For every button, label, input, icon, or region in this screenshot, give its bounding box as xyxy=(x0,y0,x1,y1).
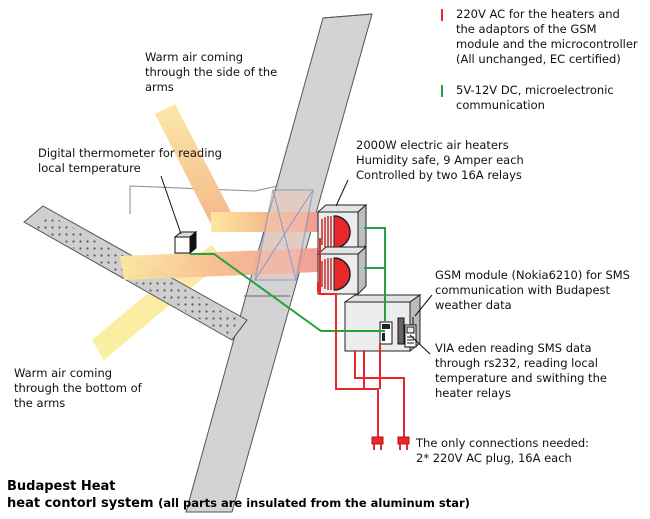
dc-wiring xyxy=(190,227,386,332)
label-warm-air-side: Warm air coming through the side of the … xyxy=(145,50,278,94)
heat-exchanger-window xyxy=(254,189,314,281)
leader-lines xyxy=(160,175,433,355)
label-connections: The only connections needed: 2* 220V AC … xyxy=(416,436,590,465)
label-warm-air-bottom: Warm air coming through the bottom of th… xyxy=(14,366,142,410)
air-heater-top xyxy=(316,203,368,254)
ac-plug-left xyxy=(371,436,384,450)
legend-ac-text: 220V AC for the heaters and the adaptors… xyxy=(456,7,638,66)
page-title: Budapest Heat xyxy=(7,479,116,494)
label-thermometer: Digital thermometer for reading local te… xyxy=(38,146,222,175)
legend-ac-swatch xyxy=(441,9,443,21)
subtitle-note: (all parts are insulated from the alumin… xyxy=(158,496,470,510)
label-heaters: 2000W electric air heaters Humidity safe… xyxy=(356,138,524,182)
air-heater-bottom xyxy=(316,245,368,296)
ac-plug-right xyxy=(397,436,410,450)
label-gsm-module: GSM module (Nokia6210) for SMS communica… xyxy=(435,268,630,312)
legend-dc-text: 5V-12V DC, microelectronic communication xyxy=(456,83,614,112)
label-via-eden: VIA eden reading SMS data through rs232,… xyxy=(435,341,607,400)
legend-dc-swatch xyxy=(441,85,443,97)
ac-wiring xyxy=(317,238,405,437)
thermometer-box xyxy=(173,230,198,255)
center-box-outline xyxy=(129,185,279,214)
subtitle-main: heat contorl system xyxy=(7,496,154,511)
page-subtitle: heat contorl system (all parts are insul… xyxy=(7,496,470,511)
controller-enclosure xyxy=(343,294,422,353)
